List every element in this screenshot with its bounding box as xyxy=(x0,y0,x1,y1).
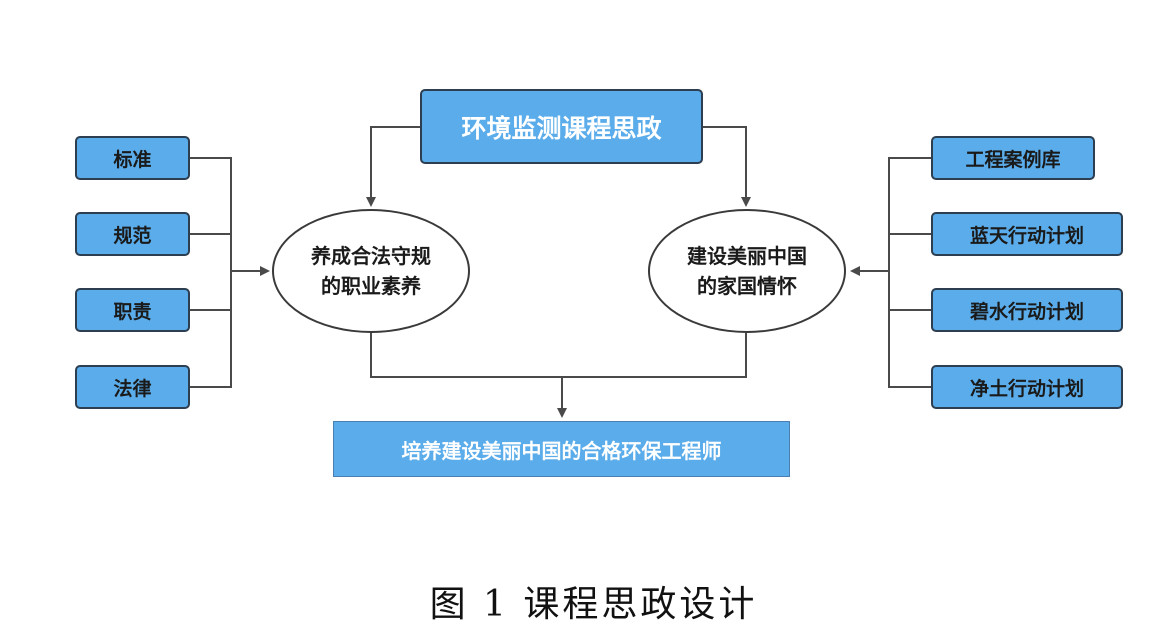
right-item-blue-sky: 蓝天行动计划 xyxy=(931,212,1123,256)
diagram-title: 环境监测课程思政 xyxy=(461,113,662,143)
right-goal-line2: 的家国情怀 xyxy=(697,274,797,298)
left-goal-line2: 的职业素养 xyxy=(321,274,421,298)
left-items-bracket xyxy=(190,157,232,388)
figure-caption: 图 1 课程思政设计 xyxy=(429,584,758,625)
right-item-label: 蓝天行动计划 xyxy=(969,224,1084,247)
left-item-label: 标准 xyxy=(113,148,152,171)
left-item-label: 规范 xyxy=(113,224,152,247)
right-goal-line1: 建设美丽中国 xyxy=(687,244,807,268)
left-goal-ellipse: 养成合法守规 的职业素养 xyxy=(272,209,470,333)
right-items-bracket xyxy=(888,157,931,388)
left-goal-line1: 养成合法守规 xyxy=(311,244,431,268)
left-item-duty: 职责 xyxy=(75,288,190,332)
outcome-box: 培养建设美丽中国的合格环保工程师 xyxy=(333,421,790,477)
goals-to-outcome-lines xyxy=(370,333,747,378)
right-item-label: 工程案例库 xyxy=(965,148,1061,171)
title-to-left-goal-arrow xyxy=(366,126,420,207)
left-item-norms: 规范 xyxy=(75,212,190,256)
outcome-label: 培养建设美丽中国的合格环保工程师 xyxy=(401,438,722,463)
left-item-label: 职责 xyxy=(113,300,152,323)
right-item-pure-land: 净土行动计划 xyxy=(931,365,1123,409)
right-item-label: 净土行动计划 xyxy=(969,377,1084,400)
left-item-label: 法律 xyxy=(113,377,152,400)
right-item-label: 碧水行动计划 xyxy=(969,300,1084,323)
diagram-title-box: 环境监测课程思政 xyxy=(420,89,703,164)
left-item-standard: 标准 xyxy=(75,136,190,180)
right-item-case-library: 工程案例库 xyxy=(931,136,1095,180)
title-to-right-goal-arrow xyxy=(703,126,751,207)
right-item-clear-water: 碧水行动计划 xyxy=(931,288,1123,332)
right-goal-ellipse: 建设美丽中国 的家国情怀 xyxy=(648,209,846,333)
left-item-law: 法律 xyxy=(75,365,190,409)
